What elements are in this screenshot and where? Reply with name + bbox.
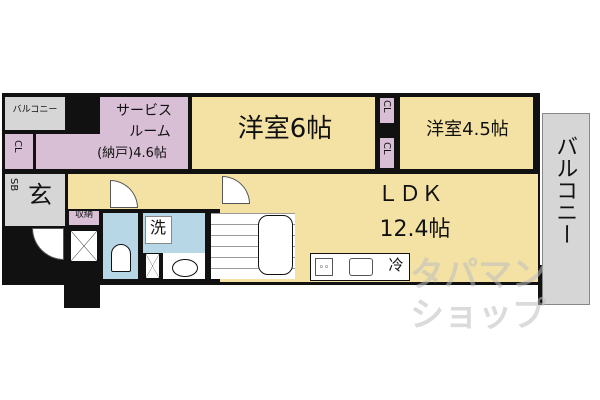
service-room-label-1: サービス xyxy=(116,103,172,119)
closet-left xyxy=(5,134,33,169)
closet-mid-1 xyxy=(380,98,394,123)
balcony-large xyxy=(542,113,590,305)
balcony-large-label: バルコニー xyxy=(552,135,578,245)
wall-column xyxy=(64,280,100,308)
storage-label: 収納 xyxy=(74,210,93,220)
sink-icon xyxy=(172,259,198,277)
storage-box xyxy=(70,230,98,262)
refrigerator-label: 冷 xyxy=(388,256,404,274)
service-room-label-3: (納戸)4.6帖 xyxy=(97,146,167,161)
hallway xyxy=(68,174,223,209)
service-room-label-2: ルーム xyxy=(129,124,171,140)
washing-machine xyxy=(145,216,172,244)
balcony-small xyxy=(5,97,65,130)
western-room-4-5 xyxy=(400,97,533,169)
closet-mid-2 xyxy=(380,138,394,168)
service-room xyxy=(100,97,188,169)
entrance xyxy=(5,174,65,226)
toilet-bowl-icon xyxy=(111,244,131,272)
service-room-ext xyxy=(36,134,100,169)
closet-mid-1-label: CL xyxy=(381,100,392,113)
western-room-6-label: 洋室6帖 xyxy=(237,114,333,144)
ldk-label: ＬＤＫ xyxy=(376,182,443,207)
balcony-small-label: バルコニー xyxy=(12,105,58,115)
storage xyxy=(69,211,99,225)
washroom-label: 洗 xyxy=(149,218,166,237)
closet-left-label: CL xyxy=(12,140,23,153)
kitchen-counter xyxy=(310,253,410,281)
western-room-4-5-label: 洋室4.5帖 xyxy=(426,119,509,140)
shoe-box-label: SB xyxy=(8,178,19,192)
watermark-logo: タパマンショップ xyxy=(410,255,546,335)
western-room-6 xyxy=(192,97,375,169)
wash-storage-box xyxy=(145,253,160,279)
sink-kitchen-icon xyxy=(349,258,373,276)
closet-mid-2-label: CL xyxy=(381,142,392,155)
stove-icon: ◦◦ xyxy=(315,258,333,276)
bathtub-icon xyxy=(258,215,293,275)
ldk-size-label: 12.4帖 xyxy=(379,217,451,242)
entrance-label: 玄 xyxy=(28,181,52,209)
